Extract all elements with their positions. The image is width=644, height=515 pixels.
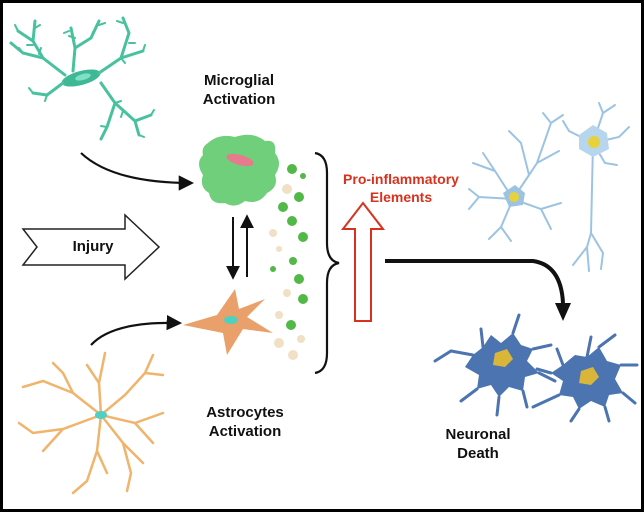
activated-astrocyte-icon <box>183 289 273 355</box>
neuronal-label-line1: Neuronal <box>445 426 511 443</box>
pro-inflammatory-label: Pro-inflammatory Elements <box>323 170 479 206</box>
arrow-to-microglia <box>80 152 195 191</box>
injury-arrow-icon <box>21 213 161 281</box>
pro-inflammatory-arrow-icon <box>340 201 386 322</box>
microglial-activation-label: Microglial Activation <box>179 71 299 109</box>
microglial-label-line1: Microglial <box>203 72 274 89</box>
dead-neuron-icon-left <box>433 313 557 417</box>
pro-inflammatory-label-line2: Elements <box>369 189 433 205</box>
arrow-to-astrocyte <box>90 314 183 346</box>
pro-inflammatory-label-line1: Pro-inflammatory <box>343 171 459 187</box>
resting-microglia-icon <box>9 16 155 141</box>
resting-astrocyte-icon <box>17 351 165 495</box>
activated-microglia-icon <box>199 134 279 206</box>
neuronal-death-arrowhead <box>555 303 571 321</box>
diagram-canvas <box>9 16 639 495</box>
grouping-brace <box>314 151 340 375</box>
dead-neuron-icon-right <box>531 333 639 423</box>
neuronal-label-line2: Death <box>457 445 499 462</box>
healthy-neuron-icon <box>468 102 630 272</box>
microglial-label-line2: Activation <box>202 91 276 108</box>
astrocytes-activation-label: Astrocytes Activation <box>183 403 307 441</box>
arrow-to-neuronal-death <box>385 259 565 304</box>
injury-label: Injury <box>72 238 114 255</box>
neuronal-death-label: Neuronal Death <box>423 425 533 463</box>
astrocytes-label-line2: Activation <box>208 423 282 440</box>
astrocytes-label-line1: Astrocytes <box>206 404 284 421</box>
healthy-neuron-bodies <box>503 125 609 207</box>
released-particles <box>269 164 308 360</box>
